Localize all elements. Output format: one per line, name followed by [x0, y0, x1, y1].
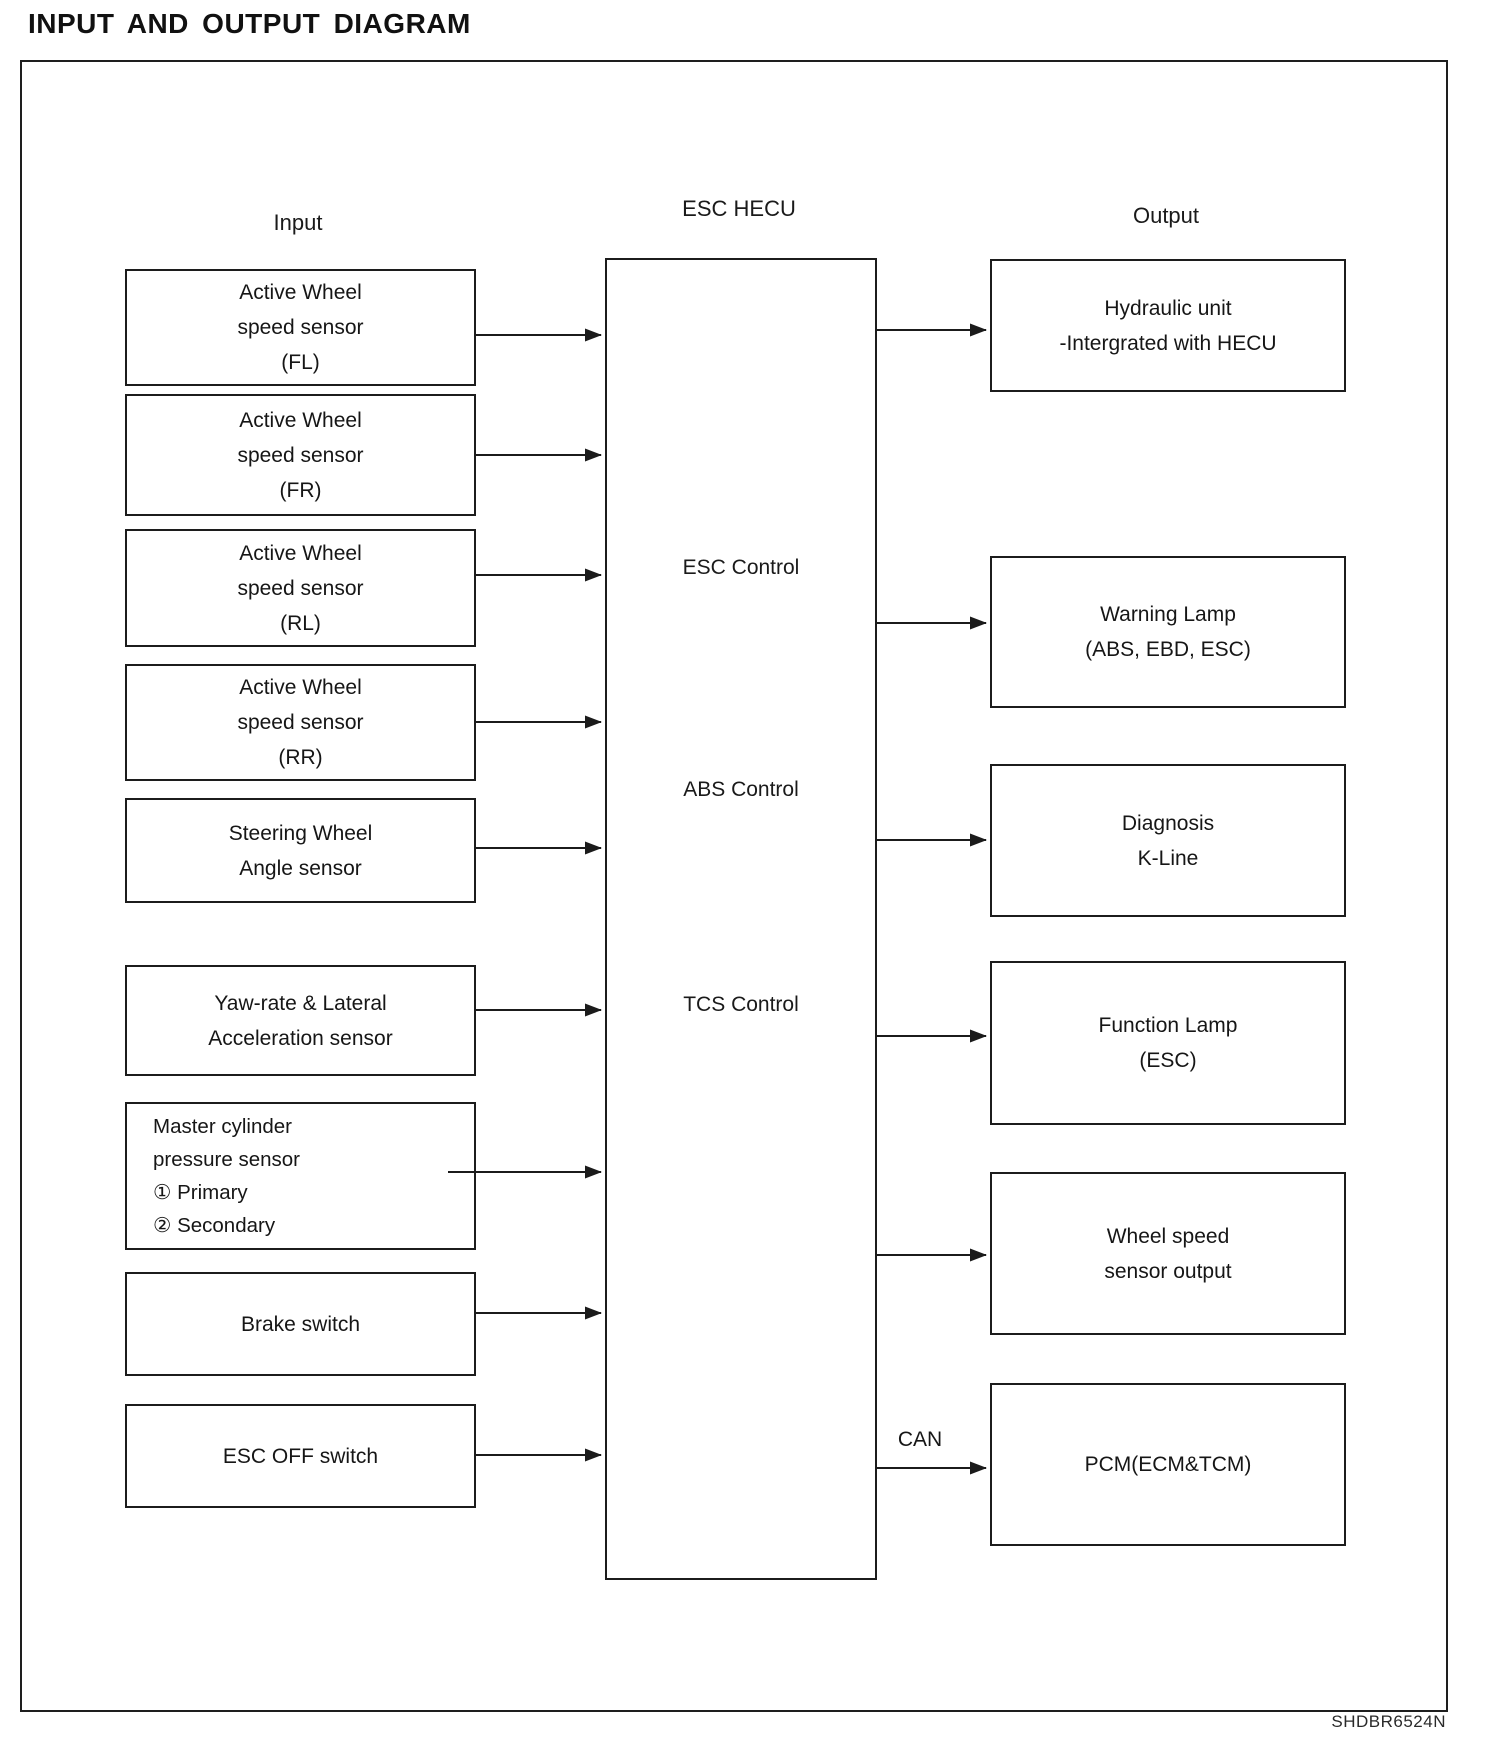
column-header-output: Output	[1132, 203, 1200, 228]
input-box-wheel-speed-rr: Active Wheel speed sensor (RR)	[125, 664, 476, 781]
input-box-wheel-speed-rl: Active Wheel speed sensor (RL)	[125, 529, 476, 647]
input-box-master-cylinder: Master cylinder pressure sensor ① Primar…	[125, 1102, 476, 1250]
page-title: INPUT AND OUTPUT DIAGRAM	[28, 8, 471, 39]
column-header-input: Input	[273, 210, 323, 235]
input-box-brake-switch: Brake switch	[125, 1272, 476, 1376]
output-box-pcm: PCM(ECM&TCM)	[990, 1383, 1346, 1546]
can-bus-label: CAN	[897, 1428, 943, 1451]
hecu-box: ESC Control ABS Control TCS Control	[605, 258, 877, 1580]
hecu-function-esc-control: ESC Control	[682, 556, 800, 579]
hecu-function-tcs-control: TCS Control	[683, 993, 799, 1016]
input-box-steering-angle: Steering Wheel Angle sensor	[125, 798, 476, 903]
column-header-esc-hecu: ESC HECU	[682, 196, 796, 221]
output-box-diagnosis: Diagnosis K-Line	[990, 764, 1346, 917]
input-box-wheel-speed-fr: Active Wheel speed sensor (FR)	[125, 394, 476, 516]
input-box-wheel-speed-fl: Active Wheel speed sensor (FL)	[125, 269, 476, 386]
output-box-wheel-speed-output: Wheel speed sensor output	[990, 1172, 1346, 1335]
input-box-yaw-rate: Yaw-rate & Lateral Acceleration sensor	[125, 965, 476, 1076]
output-box-function-lamp: Function Lamp (ESC)	[990, 961, 1346, 1125]
figure-code: SHDBR6524N	[1331, 1712, 1446, 1731]
output-box-warning-lamp: Warning Lamp (ABS, EBD, ESC)	[990, 556, 1346, 708]
hecu-function-abs-control: ABS Control	[683, 778, 799, 801]
output-box-hydraulic-unit: Hydraulic unit -Intergrated with HECU	[990, 259, 1346, 392]
